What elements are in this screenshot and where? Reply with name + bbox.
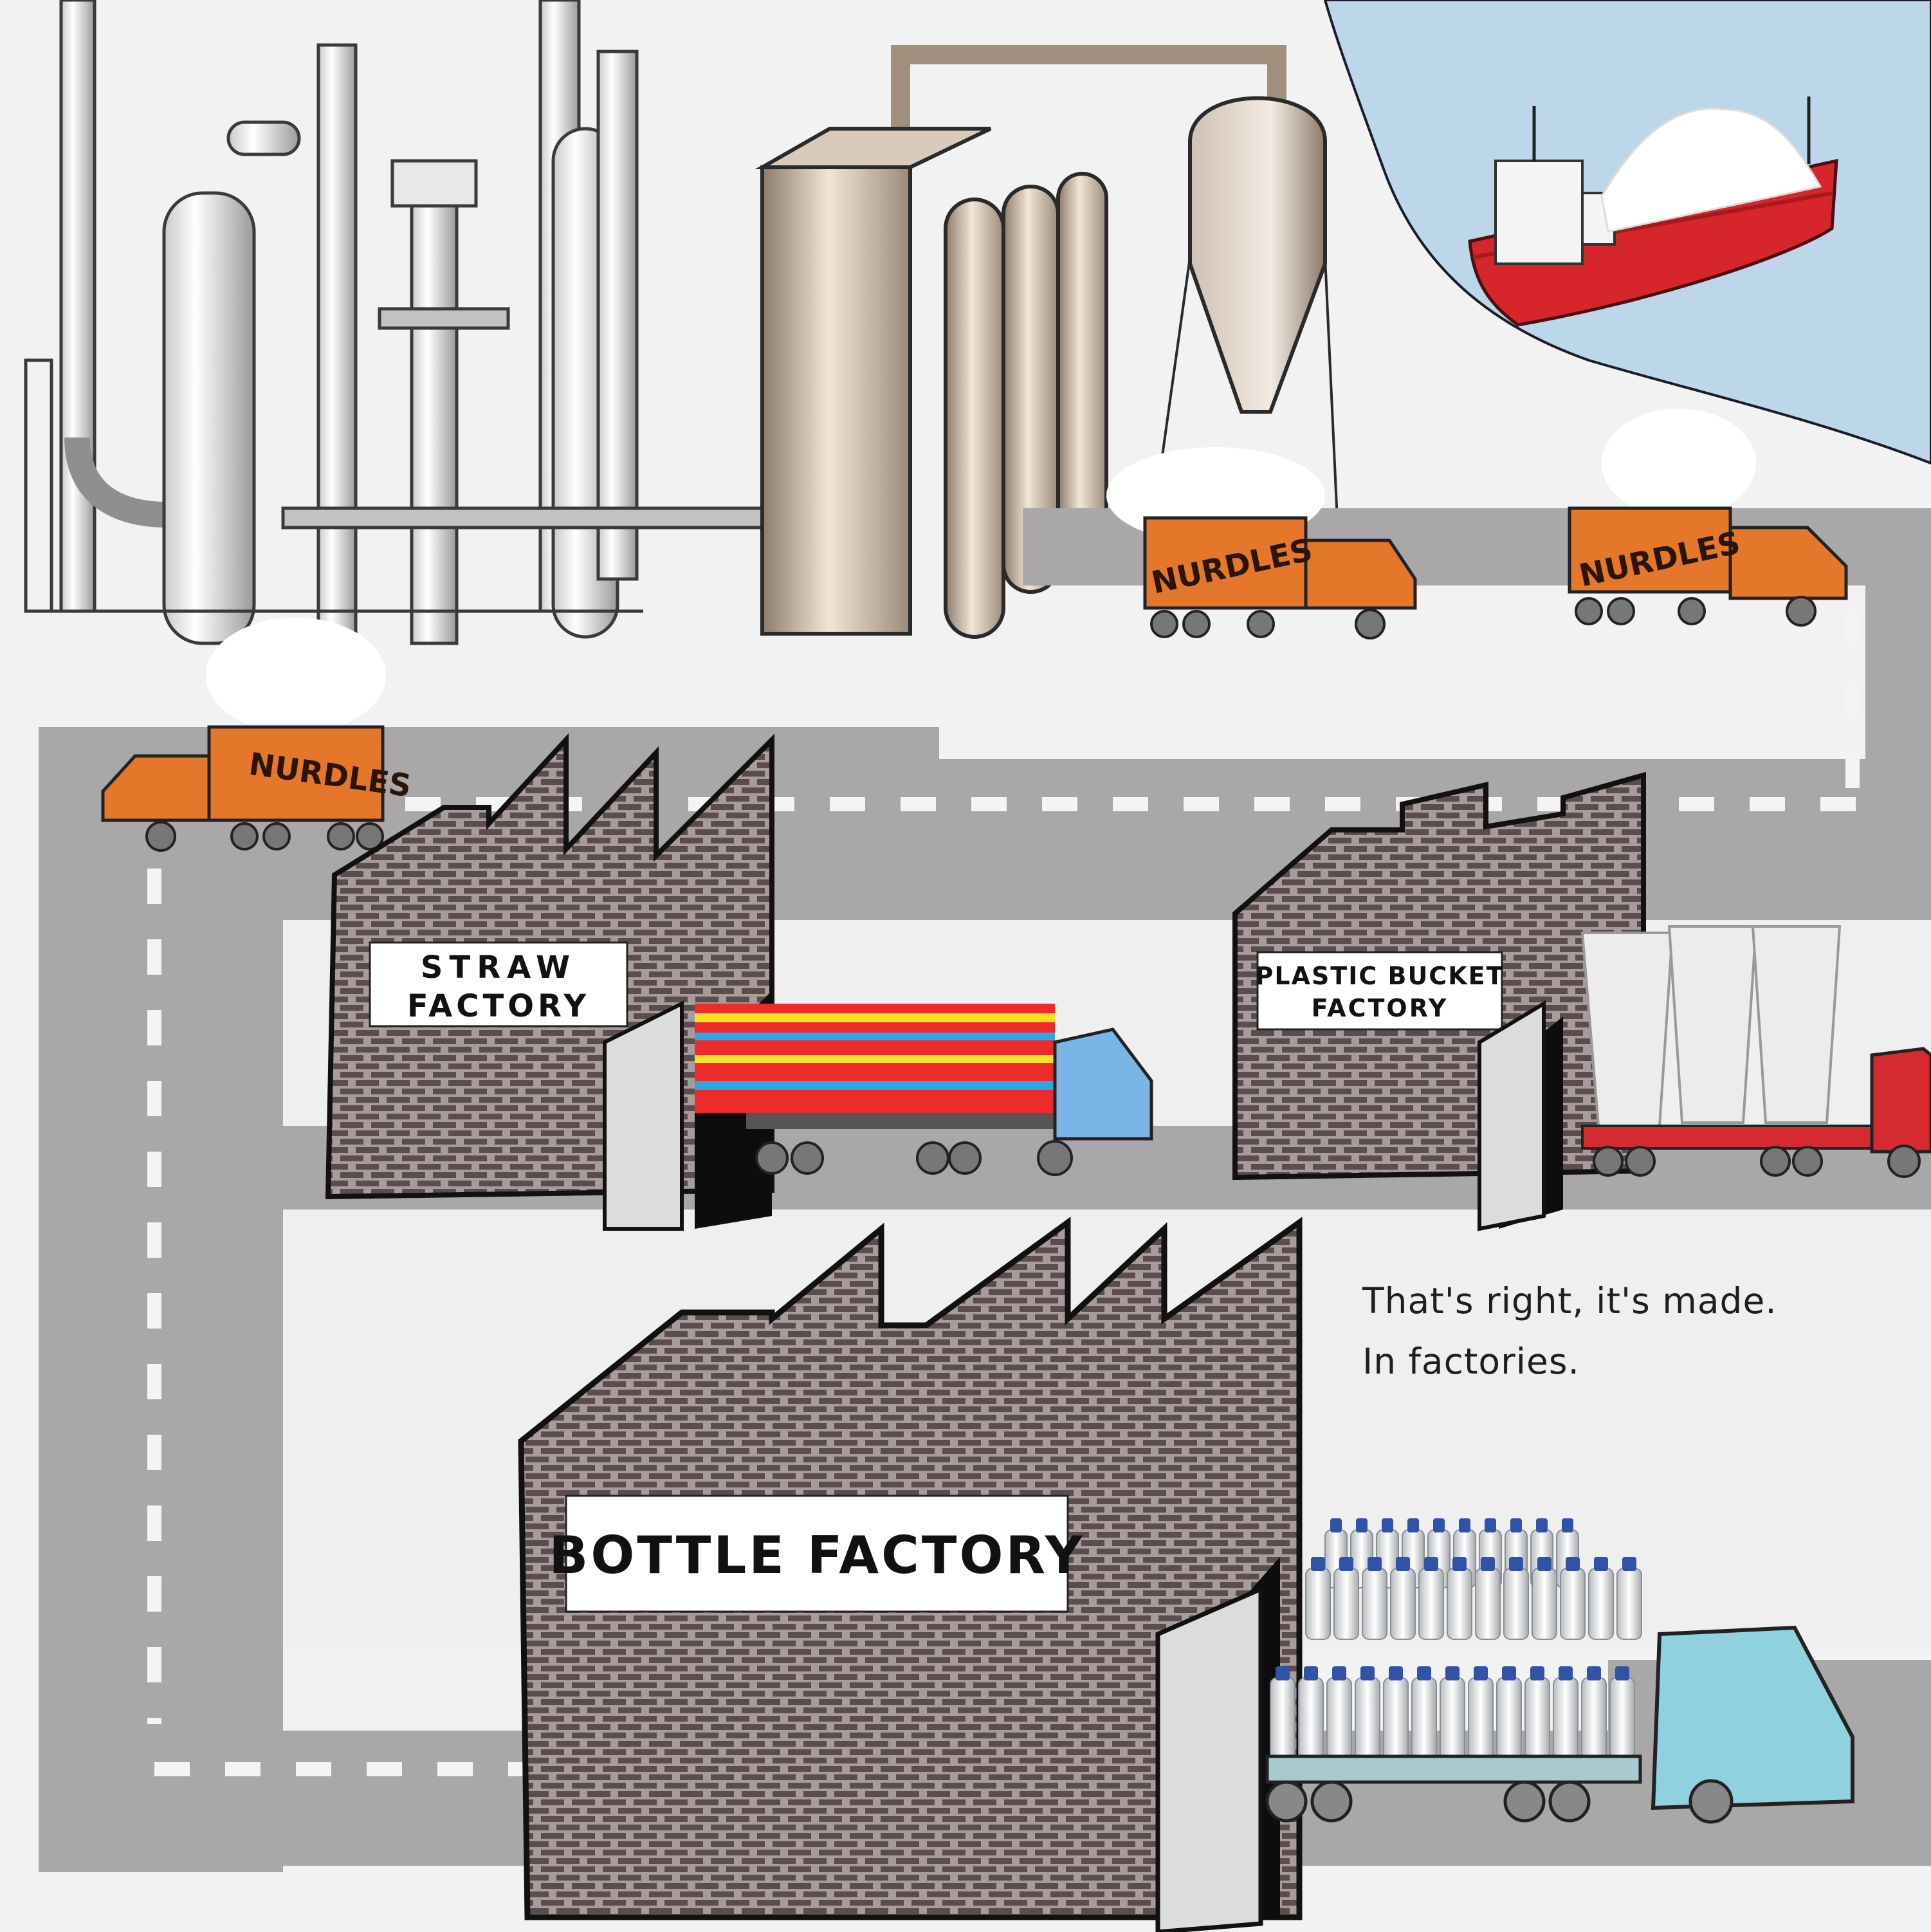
plastic-bottle-icon	[1503, 1568, 1529, 1640]
bottle-cap-icon	[1509, 1557, 1523, 1571]
bottle-factory-icon: BOTTLE FACTORY	[518, 1217, 1303, 1932]
bottle-cap-icon	[1368, 1557, 1382, 1571]
plastic-bottle-icon	[1588, 1568, 1614, 1640]
sign-bucket-line1: PLASTIC BUCKET	[1255, 962, 1504, 990]
plastic-bottle-icon	[1475, 1568, 1501, 1640]
bottle-cap-icon	[1594, 1557, 1608, 1571]
plastic-bottle-icon	[1616, 1568, 1642, 1640]
bottle-cap-icon	[1502, 1666, 1516, 1680]
plastic-bottle-icon	[1532, 1568, 1557, 1640]
sign-straw-line1: STRAW	[421, 950, 576, 986]
plastic-bottle-icon	[1298, 1677, 1324, 1762]
bottle-cap-icon	[1276, 1666, 1290, 1680]
bottle-cap-icon	[1396, 1557, 1410, 1571]
plastic-bottle-icon	[1270, 1677, 1295, 1762]
plastic-bottle-icon	[1440, 1677, 1465, 1762]
bottle-cap-icon	[1311, 1557, 1325, 1571]
bottle-cap-icon	[1356, 1518, 1368, 1532]
bottle-cap-icon	[1566, 1557, 1580, 1571]
bottle-cap-icon	[1304, 1666, 1318, 1680]
plastic-bottle-icon	[1326, 1677, 1352, 1762]
bottle-cap-icon	[1389, 1666, 1403, 1680]
bottle-cap-icon	[1474, 1666, 1488, 1680]
bottle-cap-icon	[1332, 1666, 1346, 1680]
bottle-cap-icon	[1382, 1518, 1393, 1532]
plastic-bottle-icon	[1447, 1568, 1472, 1640]
straw-truck-icon	[695, 1004, 1153, 1176]
story-caption: That's right, it's made. In factories.	[1362, 1271, 1890, 1392]
bottle-cap-icon	[1424, 1557, 1438, 1571]
cargo-ship-icon	[1468, 97, 1838, 327]
bucket-truck-icon	[1580, 925, 1931, 1178]
bottle-cap-icon	[1445, 1666, 1460, 1680]
bottle-cap-icon	[1622, 1557, 1636, 1571]
bottle-cap-icon	[1481, 1557, 1495, 1571]
nurdles-truck-icon: NURDLES	[1106, 447, 1417, 639]
plastic-bottle-icon	[1355, 1677, 1380, 1762]
bottle-cap-icon	[1615, 1666, 1629, 1680]
bottle-cap-icon	[1360, 1666, 1375, 1680]
plastic-bucket-factory-icon: PLASTIC BUCKET FACTORY	[1232, 771, 1646, 1231]
caption-line-2: In factories.	[1362, 1341, 1580, 1382]
bottle-cap-icon	[1562, 1518, 1573, 1532]
bottle-cap-icon	[1407, 1518, 1419, 1532]
sign-straw-line2: FACTORY	[407, 988, 590, 1024]
oil-refinery-icon	[24, 0, 767, 645]
sign-bucket-line2: FACTORY	[1312, 994, 1449, 1022]
bottle-cap-icon	[1559, 1666, 1573, 1680]
bottle-cap-icon	[1433, 1518, 1445, 1532]
plastic-bottle-icon	[1383, 1677, 1409, 1762]
bottle-truck-icon	[1265, 1518, 1854, 1824]
bottle-cap-icon	[1510, 1518, 1522, 1532]
plastic-bottle-icon	[1390, 1568, 1416, 1640]
nurdles-truck-icon: NURDLES	[101, 618, 414, 852]
plastic-bottle-icon	[1560, 1568, 1586, 1640]
plastic-bottle-icon	[1524, 1677, 1550, 1762]
caption-line-1: That's right, it's made.	[1362, 1280, 1777, 1321]
plastic-bottle-icon	[1496, 1677, 1522, 1762]
bottle-cap-icon	[1339, 1557, 1353, 1571]
processing-plant-icon	[755, 45, 1339, 639]
bottle-cap-icon	[1452, 1557, 1467, 1571]
straw-factory-icon: STRAW FACTORY	[325, 733, 774, 1231]
sign-bottle: BOTTLE FACTORY	[549, 1525, 1084, 1585]
plastic-bottle-icon	[1418, 1568, 1444, 1640]
bottle-cap-icon	[1536, 1518, 1548, 1532]
bottle-cap-icon	[1530, 1666, 1544, 1680]
bottle-cap-icon	[1459, 1518, 1470, 1532]
nurdles-truck-icon: NURDLES	[1568, 409, 1848, 627]
bottle-cap-icon	[1587, 1666, 1601, 1680]
plastic-bottle-icon	[1411, 1677, 1437, 1762]
plastic-bottle-icon	[1305, 1568, 1331, 1640]
plastic-bottle-icon	[1333, 1568, 1359, 1640]
plastic-bottle-icon	[1468, 1677, 1494, 1762]
plastic-bottle-icon	[1553, 1677, 1579, 1762]
bottle-cap-icon	[1485, 1518, 1496, 1532]
bottle-cap-icon	[1537, 1557, 1551, 1571]
plastic-bottle-icon	[1362, 1568, 1387, 1640]
plastic-bottle-icon	[1581, 1677, 1607, 1762]
plastic-bottle-icon	[1609, 1677, 1635, 1762]
bottle-cap-icon	[1417, 1666, 1431, 1680]
bottle-cap-icon	[1330, 1518, 1342, 1532]
